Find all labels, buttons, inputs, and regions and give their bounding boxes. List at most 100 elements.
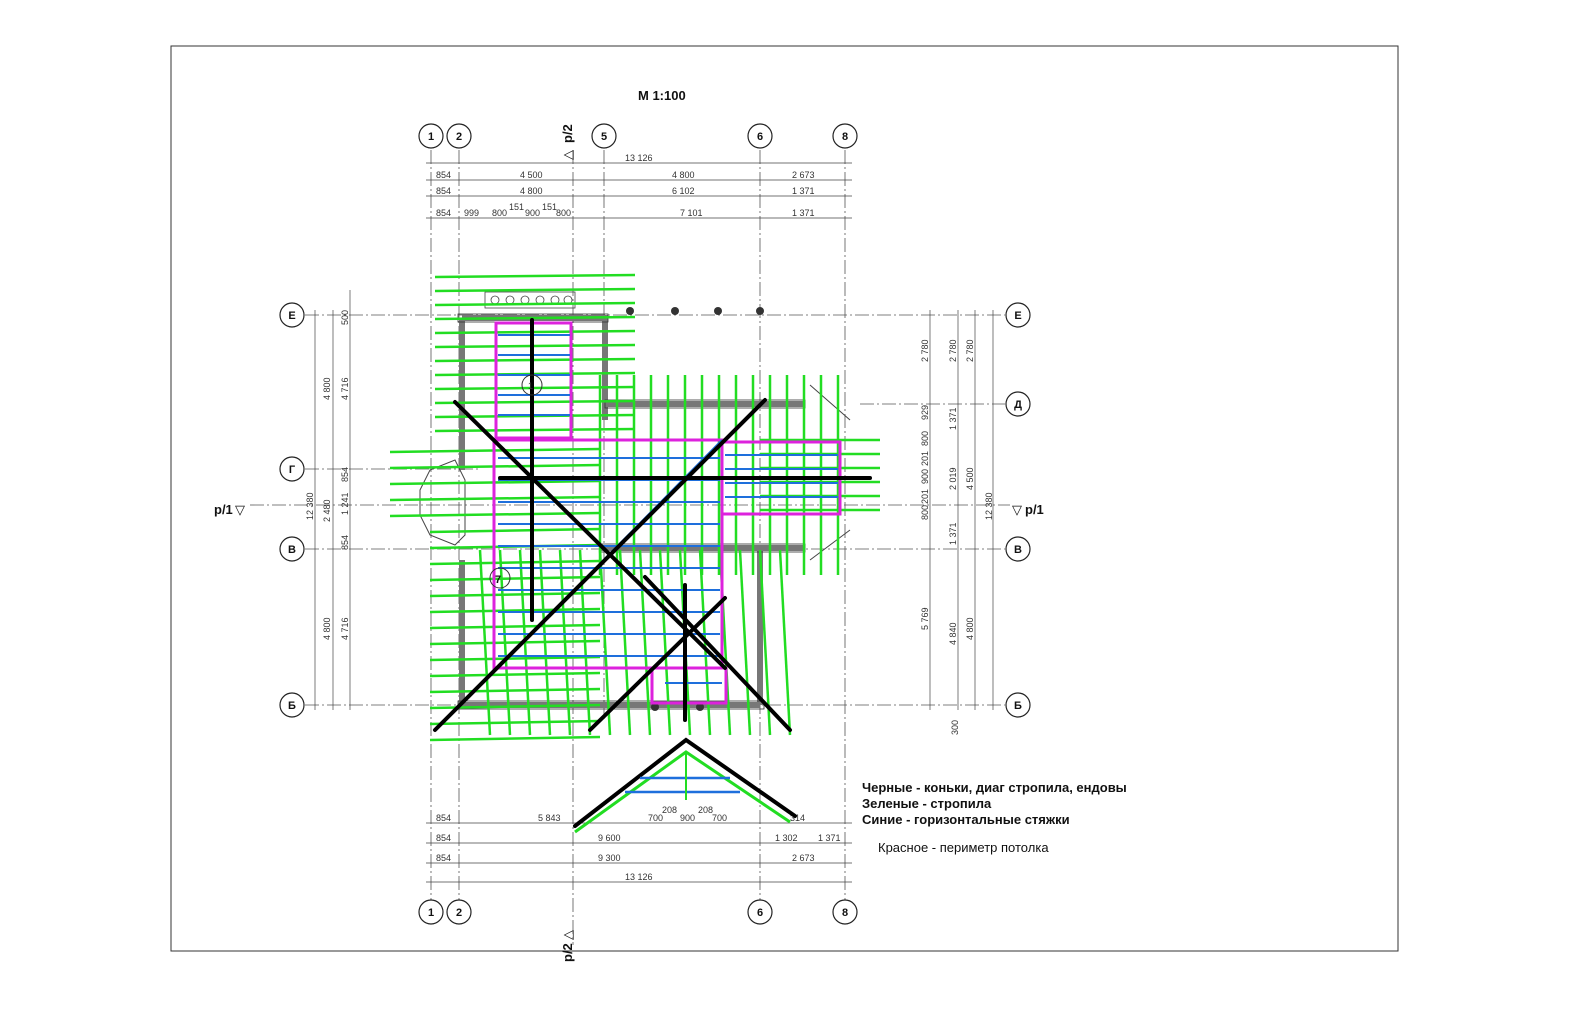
axis-top-0-label: 1 bbox=[428, 131, 434, 143]
axis-left-0-bubble bbox=[279, 302, 305, 328]
dim-right-mid-0: 2 780 bbox=[965, 339, 975, 362]
rafter-green bbox=[478, 549, 492, 736]
dim-bot-r2-3: 1 371 bbox=[818, 833, 841, 843]
dim-right-near-1: 929 bbox=[920, 405, 930, 420]
rafter-green bbox=[429, 527, 601, 534]
rafter-green bbox=[434, 357, 636, 363]
dim-right-inner-1: 1 371 bbox=[948, 407, 958, 430]
dim-top-r4-8: 1 371 bbox=[792, 208, 815, 218]
dim-right-outer: 12 380 bbox=[984, 492, 994, 520]
dim-left-mid-0: 4 800 bbox=[322, 377, 332, 400]
rafter-green bbox=[434, 301, 636, 307]
dim-top-r3-3: 1 371 bbox=[792, 186, 815, 196]
rafter-green bbox=[429, 639, 601, 646]
section-top: р/2 bbox=[560, 124, 575, 143]
rafter-green bbox=[429, 559, 601, 566]
axis-right-1-bubble bbox=[1005, 391, 1031, 417]
axis-grid bbox=[250, 150, 1010, 945]
section-right: р/1 bbox=[1025, 502, 1044, 517]
dim-bot-r3-1: 9 300 bbox=[598, 853, 621, 863]
legend-red: Красное - периметр потолка bbox=[878, 840, 1049, 855]
dim-right-mid-1: 4 500 bbox=[965, 467, 975, 490]
axis-left-2-bubble bbox=[279, 536, 305, 562]
gable-detail bbox=[574, 750, 791, 834]
section-left-mark: ▽ bbox=[235, 502, 245, 517]
axis-bottom-1-bubble bbox=[446, 899, 472, 925]
rafter-green bbox=[538, 549, 552, 736]
section-top-mark: △ bbox=[560, 150, 575, 160]
axis-right-2-label: В bbox=[1014, 544, 1022, 556]
dim-bot-r1-6: 700 bbox=[712, 813, 727, 823]
legend-black: Черные - коньки, диаг стропила, ендовы bbox=[862, 780, 1127, 795]
section-left: р/1 bbox=[214, 502, 233, 517]
rafter-green bbox=[434, 427, 636, 433]
section-bottom: р/2 bbox=[560, 943, 575, 962]
dim-top-r4-6: 800 bbox=[556, 208, 571, 218]
dim-top-r3-0: 854 bbox=[436, 186, 451, 196]
rafter-green bbox=[429, 719, 601, 726]
dim-bot-r1-3: 700 bbox=[648, 813, 663, 823]
axis-bottom-0-label: 1 bbox=[428, 907, 434, 919]
axis-right-1-label: Д bbox=[1014, 399, 1022, 411]
dims-side-lines bbox=[314, 290, 994, 710]
axis-top-1-bubble bbox=[446, 123, 472, 149]
hip-diagonal-1 bbox=[453, 400, 727, 670]
ceiling-room-bottom bbox=[650, 666, 728, 705]
dim-left-inner-3: 1 241 bbox=[340, 492, 350, 515]
dim-bot-r1-0: 854 bbox=[436, 813, 451, 823]
dim-top-r3-1: 4 800 bbox=[520, 186, 543, 196]
rafter-green bbox=[429, 607, 601, 614]
dim-right-inner-2: 2 019 bbox=[948, 467, 958, 490]
rafter-green bbox=[434, 399, 636, 405]
axis-left-3-label: Б bbox=[288, 700, 296, 712]
dim-right-inner-0: 2 780 bbox=[948, 339, 958, 362]
axis-bottom-0-bubble bbox=[418, 899, 444, 925]
dims-bottom-lines bbox=[426, 822, 852, 883]
axis-right-3-label: Б bbox=[1014, 700, 1022, 712]
dim-bot-r1-2: 208 bbox=[662, 805, 677, 815]
rafter-green bbox=[558, 549, 572, 736]
dim-top-r4-0: 854 bbox=[436, 208, 451, 218]
legend-blue: Синие - горизонтальные стяжки bbox=[862, 812, 1070, 827]
axis-left-3-bubble bbox=[279, 692, 305, 718]
axis-top-4-label: 8 bbox=[842, 131, 848, 143]
axis-bottom-1-label: 2 bbox=[456, 907, 462, 919]
rafter-green bbox=[429, 623, 601, 630]
legend-green: Зеленые - стропила bbox=[862, 796, 992, 811]
dim-right-near-2: 800 bbox=[920, 431, 930, 446]
axis-bottom-3-label: 8 bbox=[842, 907, 848, 919]
dim-left-outer: 12 380 bbox=[305, 492, 315, 520]
dim-left-inner-0: 500 bbox=[340, 310, 350, 325]
dim-top-r4-4: 900 bbox=[525, 208, 540, 218]
bay-window-right bbox=[809, 384, 851, 561]
dim-right-near-6: 800 bbox=[920, 505, 930, 520]
rafter-green bbox=[429, 575, 601, 582]
rafter-green bbox=[434, 385, 636, 391]
axis-top-1-label: 2 bbox=[456, 131, 462, 143]
ceiling-room-main bbox=[492, 438, 724, 670]
dim-top-r4-1: 999 bbox=[464, 208, 479, 218]
rafter-green bbox=[429, 591, 601, 598]
dim-right-near-4: 900 bbox=[920, 469, 930, 484]
axis-left-2-label: В bbox=[288, 544, 296, 556]
axis-top-0-bubble bbox=[418, 123, 444, 149]
rafter-green bbox=[434, 329, 636, 335]
dim-top-total: 13 126 bbox=[625, 153, 653, 163]
dim-bot-r2-0: 854 bbox=[436, 833, 451, 843]
dim-top-r3-2: 6 102 bbox=[672, 186, 695, 196]
axis-left-1-label: Г bbox=[289, 464, 296, 476]
dim-left-mid-2: 4 800 bbox=[322, 617, 332, 640]
dim-right-near-8: 300 bbox=[950, 720, 960, 735]
dim-right-inner-3: 1 371 bbox=[948, 522, 958, 545]
axis-left-0-label: Е bbox=[288, 310, 295, 322]
axis-left-1-bubble bbox=[279, 456, 305, 482]
dim-bot-r3-0: 854 bbox=[436, 853, 451, 863]
column-dots bbox=[626, 307, 764, 711]
rafter-green bbox=[598, 549, 612, 736]
rafter-green bbox=[498, 549, 512, 736]
rafter-green bbox=[738, 549, 752, 736]
dim-top-r4-7: 7 101 bbox=[680, 208, 703, 218]
